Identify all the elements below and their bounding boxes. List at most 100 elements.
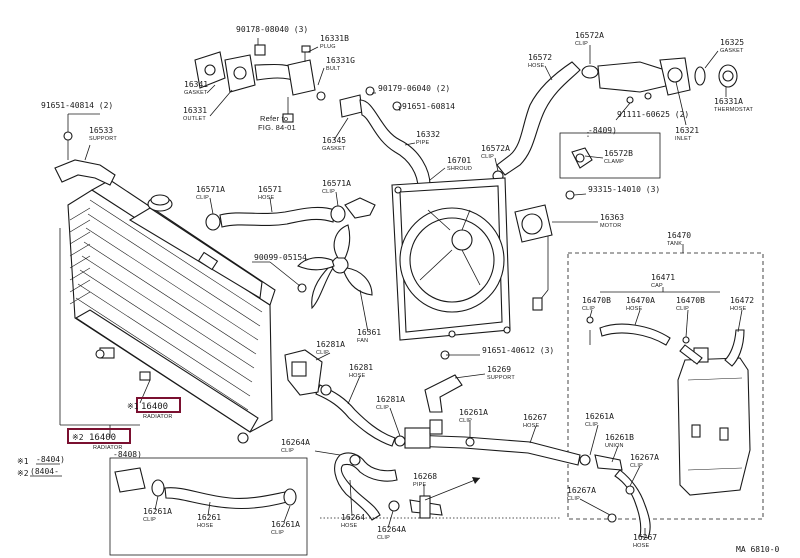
part-number[interactable]: 90099-05154	[254, 253, 307, 262]
part-number[interactable]: 16471	[651, 273, 675, 282]
part-number[interactable]: 16470A	[626, 296, 655, 305]
part-label-p91651a[interactable]: 91651-40814 (2)	[41, 101, 113, 110]
part-number[interactable]: 16345	[322, 136, 346, 145]
part-number[interactable]: 91651-40612 (3)	[482, 346, 554, 355]
part-number[interactable]: 16572	[528, 53, 552, 62]
part-number[interactable]: 16533	[89, 126, 113, 135]
part-number[interactable]: 16572B	[604, 149, 633, 158]
part-number[interactable]: 16325	[720, 38, 744, 47]
part-label-p93315[interactable]: 93315-14010 (3)	[588, 185, 660, 194]
part-number[interactable]: 16264A	[377, 525, 406, 534]
part-number[interactable]: 16268	[413, 472, 437, 481]
part-number[interactable]: 16572A	[575, 31, 604, 40]
part-label-p91651b[interactable]: 91651-60814	[402, 102, 455, 111]
part-label-p90099[interactable]: 90099-05154	[254, 253, 307, 262]
radiator-2-pn[interactable]: 16400	[89, 433, 116, 443]
part-number[interactable]: 16472	[730, 296, 754, 305]
part-number[interactable]: 16470B	[676, 296, 705, 305]
part-number[interactable]: 16264A	[281, 438, 310, 447]
part-number[interactable]: 16267	[633, 533, 657, 542]
part-number[interactable]: 16261	[197, 513, 221, 522]
part-number[interactable]: 16269	[487, 365, 511, 374]
part-label-p91651c[interactable]: 91651-40612 (3)	[482, 346, 554, 355]
part-number[interactable]: 90179-06040 (2)	[378, 84, 450, 93]
part-number[interactable]: 91651-60814	[402, 102, 455, 111]
part-number[interactable]: 16261B	[605, 433, 634, 442]
part-number[interactable]: 16261A	[143, 507, 172, 516]
part-number[interactable]: 16267	[523, 413, 547, 422]
part-number[interactable]: 16363	[600, 213, 624, 222]
part-number[interactable]: 16261A	[459, 408, 488, 417]
part-number[interactable]: 16267A	[567, 486, 596, 495]
part-number[interactable]: 93315-14010 (3)	[588, 185, 660, 194]
part-number[interactable]: 16267A	[630, 453, 659, 462]
part-label-p91111[interactable]: 91111-60625 (2)	[617, 110, 689, 119]
part-number[interactable]: 16571A	[322, 179, 351, 188]
part-number[interactable]: 16281	[349, 363, 373, 372]
refer-line-2[interactable]: FIG. 84-01	[258, 123, 296, 132]
part-number[interactable]: 16331G	[326, 56, 355, 65]
part-number[interactable]: 16470	[667, 231, 691, 240]
part-number[interactable]: 16281A	[376, 395, 405, 404]
part-number[interactable]: 16571	[258, 185, 282, 194]
part-number[interactable]: 16281A	[316, 340, 345, 349]
part-number[interactable]: 16261A	[585, 412, 614, 421]
part-number[interactable]: 16332	[416, 130, 440, 139]
part-label-p90179[interactable]: 90179-06040 (2)	[378, 84, 450, 93]
part-number[interactable]: 91651-40814 (2)	[41, 101, 113, 110]
part-number[interactable]: 16701	[447, 156, 471, 165]
part-number[interactable]: 90178-08040 (3)	[236, 25, 308, 34]
part-number[interactable]: 16321	[675, 126, 699, 135]
part-number[interactable]: 16331A	[714, 97, 743, 106]
part-number[interactable]: 16361	[357, 328, 381, 337]
part-number[interactable]: 16331B	[320, 34, 349, 43]
part-number[interactable]: 91111-60625 (2)	[617, 110, 689, 119]
radiator-1-pn[interactable]: 16400	[141, 402, 168, 412]
part-number[interactable]: 16331	[183, 106, 207, 115]
part-number[interactable]: 16571A	[196, 185, 225, 194]
part-label-p90178[interactable]: 90178-08040 (3)	[236, 25, 308, 34]
part-number[interactable]: 16264	[341, 513, 365, 522]
